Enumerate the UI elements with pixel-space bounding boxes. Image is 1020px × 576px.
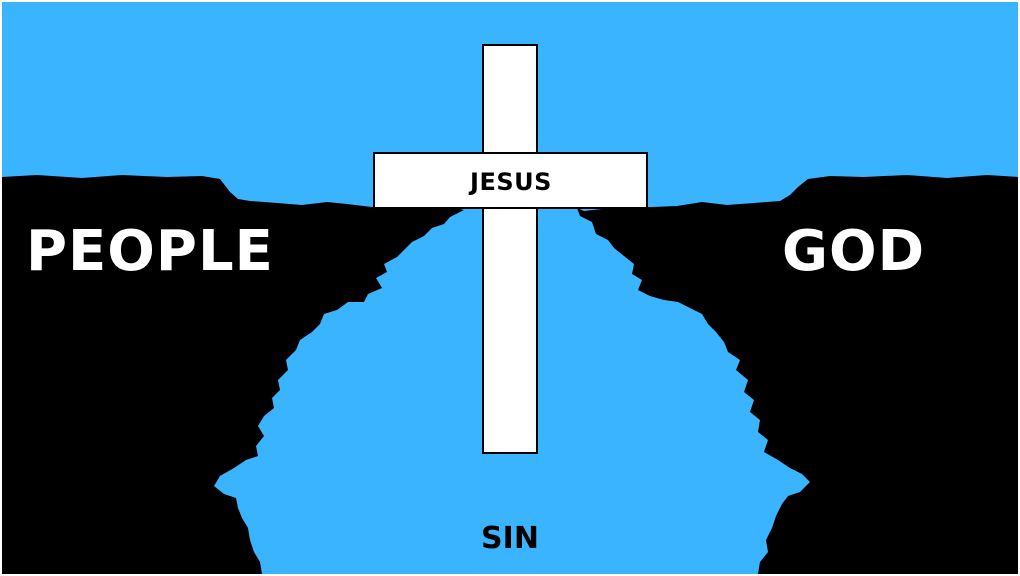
god-label: GOD — [782, 219, 926, 284]
left-cliff — [2, 175, 464, 574]
cross-joint-fill — [484, 154, 536, 207]
right-cliff — [577, 175, 1018, 574]
people-label: PEOPLE — [26, 219, 274, 284]
sin-label: SIN — [481, 521, 539, 556]
jesus-label: JESUS — [470, 168, 552, 196]
cross-vertical-beam — [482, 44, 538, 454]
